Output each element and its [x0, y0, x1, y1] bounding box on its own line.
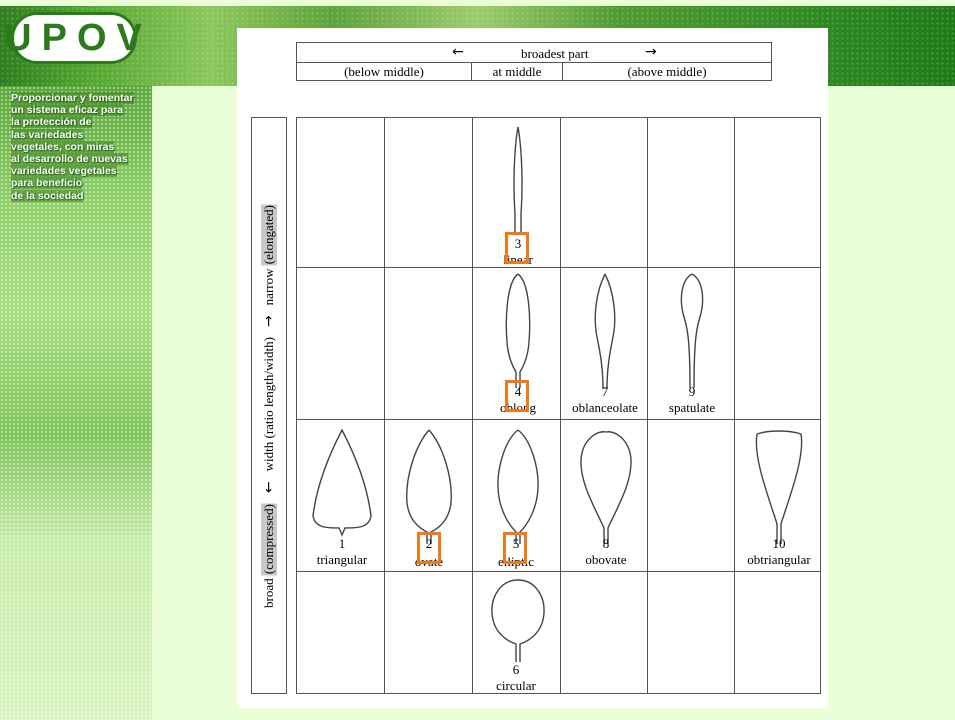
motto-line: de la sociedad — [11, 190, 151, 202]
motto-line: variedades vegetales — [11, 165, 151, 177]
ovate-leaf-shape — [401, 428, 457, 546]
grid-cell — [385, 572, 473, 693]
width-ratio-label: width (ratio length/width) — [261, 337, 277, 471]
grid-cell — [297, 268, 385, 420]
motto-line: las variedades — [11, 129, 151, 141]
shape-grid: 3 linear 4 oblong 7 oblanceolate 9 spatu… — [296, 117, 821, 694]
shape-number: 7 — [585, 384, 625, 400]
arrow-down-icon: ← — [261, 481, 277, 493]
leaf-shape-chart: ← broadest part → (below middle) at midd… — [237, 28, 828, 708]
upov-logo: UPOV — [11, 12, 137, 64]
arrow-left-icon: ← — [452, 44, 464, 60]
motto-line: Proporcionar y fomentar — [11, 92, 151, 104]
broadest-part-label: broadest part — [521, 46, 589, 62]
motto-line: vegetales, con miras — [11, 141, 151, 153]
shape-name: spatulate — [647, 400, 737, 416]
obtriangular-leaf-shape — [749, 428, 809, 546]
highlight-box — [505, 232, 529, 264]
shape-number: 9 — [672, 384, 712, 400]
grid-cell — [297, 572, 385, 693]
grid-cell — [561, 572, 648, 693]
shape-name: oblanceolate — [560, 400, 650, 416]
narrow-label: narrow — [261, 268, 277, 305]
broad-label: broad — [261, 578, 277, 608]
circular-leaf-shape — [487, 578, 549, 664]
below-middle-label: (below middle) — [297, 63, 472, 80]
spatulate-leaf-shape — [667, 272, 717, 390]
obovate-leaf-shape — [575, 428, 637, 546]
shape-number: 8 — [586, 536, 626, 552]
motto-line: para beneficio — [11, 177, 151, 189]
motto-text: Proporcionar y fomentar un sistema efica… — [11, 92, 151, 202]
highlight-box — [417, 532, 441, 564]
grid-cell — [735, 118, 820, 268]
motto-line: un sistema eficaz para — [11, 104, 151, 116]
arrow-up-icon: → — [261, 315, 277, 327]
shape-name: circular — [471, 678, 561, 694]
grid-cell — [648, 118, 735, 268]
motto-line: la protección de — [11, 116, 151, 128]
oblong-leaf-shape — [493, 272, 543, 390]
grid-cell — [561, 118, 648, 268]
grid-cell — [735, 268, 820, 420]
shape-name: obtriangular — [734, 552, 824, 568]
grid-cell — [385, 118, 473, 268]
highlight-box — [505, 380, 529, 412]
shape-number: 10 — [759, 536, 799, 552]
elliptic-leaf-shape — [491, 428, 545, 546]
triangular-leaf-shape — [309, 428, 375, 538]
shape-number: 6 — [496, 662, 536, 678]
elongated-label: (elongated) — [261, 204, 277, 265]
linear-leaf-shape — [493, 124, 543, 236]
motto-line: al desarrollo de nuevas — [11, 153, 151, 165]
compressed-label: (compressed) — [261, 503, 277, 575]
above-middle-label: (above middle) — [563, 63, 771, 80]
at-middle-label: at middle — [472, 63, 563, 80]
broadest-part-row: ← broadest part → — [297, 43, 771, 63]
broadest-part-header: ← broadest part → (below middle) at midd… — [296, 42, 772, 81]
shape-name: obovate — [561, 552, 651, 568]
arrow-right-icon: → — [645, 44, 657, 60]
shape-name: triangular — [297, 552, 387, 568]
grid-cell — [648, 420, 735, 572]
grid-cell — [735, 572, 820, 693]
grid-cell — [297, 118, 385, 268]
width-axis-label: broad (compressed) ← width (ratio length… — [251, 117, 287, 694]
oblanceolate-leaf-shape — [580, 272, 630, 390]
grid-cell — [648, 572, 735, 693]
grid-cell — [385, 268, 473, 420]
highlight-box — [503, 532, 527, 564]
shape-number: 1 — [322, 536, 362, 552]
